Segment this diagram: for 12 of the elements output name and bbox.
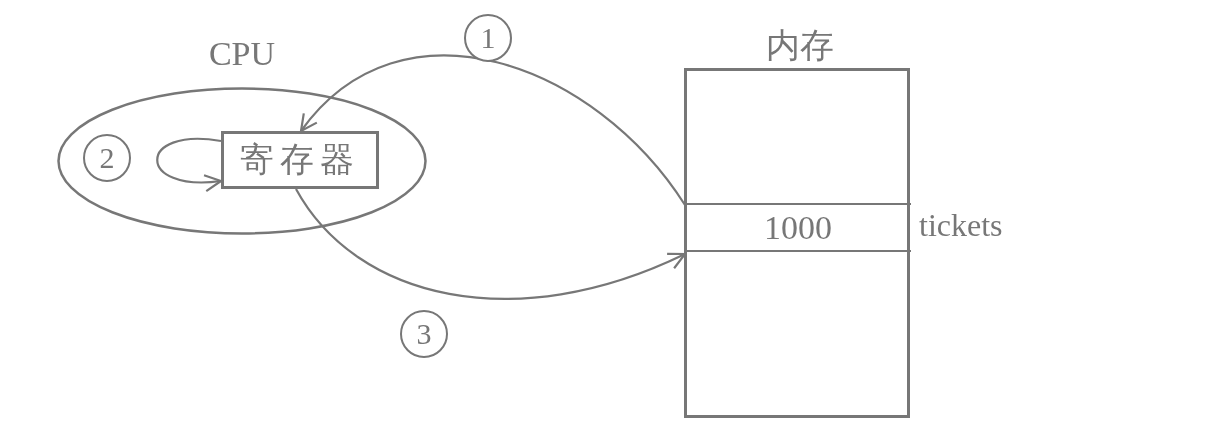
register-box [221,131,379,189]
edge-label: 3 [400,310,448,358]
node-label: 寄存器 [240,140,360,180]
beside-label: tickets [919,207,1003,244]
curved-arrow [156,137,223,192]
edge-label: 2 [83,134,131,182]
node-heading: 内存 [765,26,835,66]
node-label: 1000 [764,208,832,247]
curved-arrow [299,55,686,206]
node-heading: CPU [207,35,277,73]
curved-arrow [295,188,687,300]
edge-label: 1 [464,14,512,62]
